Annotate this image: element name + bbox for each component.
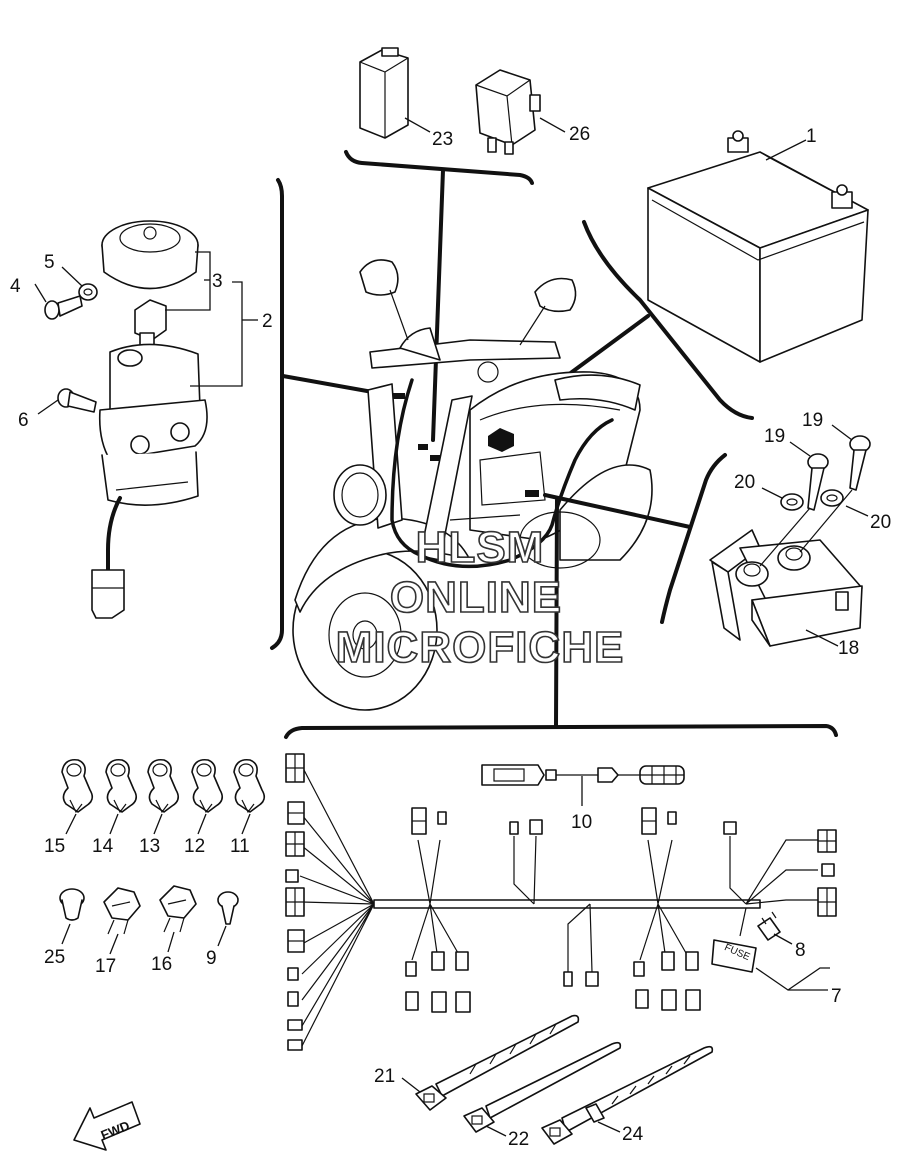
part-14-clamp[interactable] (105, 758, 138, 814)
callout-24: 24 (622, 1124, 644, 1145)
location-marker-relay-a (418, 444, 428, 450)
callout-18: 18 (838, 638, 859, 659)
callout-23: 23 (432, 129, 453, 150)
location-marker-relay-b (430, 455, 440, 461)
watermark-line-1: HLSM (416, 523, 545, 572)
callout-1: 1 (806, 126, 817, 147)
callout-19-a: 19 (764, 426, 785, 447)
part-3-switch-cover[interactable] (101, 220, 199, 290)
callout-14: 14 (92, 836, 114, 857)
watermark-line-3: MICROFICHE (336, 623, 625, 672)
callout-16: 16 (151, 954, 172, 975)
callout-19-b: 19 (802, 410, 823, 431)
callout-11: 11 (230, 836, 250, 857)
callout-20-b: 20 (870, 512, 891, 533)
relay-group-bracket (344, 150, 534, 185)
callout-15: 15 (44, 836, 65, 857)
callout-7: 7 (831, 986, 842, 1007)
part-18-rectifier-regulator[interactable] (709, 529, 863, 647)
part-17-clamp[interactable] (103, 887, 141, 935)
part-20-washer-a[interactable] (780, 493, 804, 511)
part-11-clamp[interactable] (233, 758, 266, 814)
rectifier-bracket (660, 453, 727, 624)
location-marker-battery (488, 428, 514, 452)
part-25-grommet[interactable] (59, 888, 85, 921)
part-19-bolt-a[interactable] (807, 453, 829, 511)
callout-4: 4 (10, 276, 21, 297)
part-4-screw[interactable] (44, 295, 83, 320)
part-12-clamp[interactable] (191, 758, 224, 814)
callout-17: 17 (95, 956, 116, 977)
callout-20-a: 20 (734, 472, 755, 493)
rectifier-leader-line (543, 493, 692, 529)
callout-12: 12 (184, 836, 205, 857)
part-10-sub-lead[interactable] (481, 764, 685, 786)
harness-leader-line (554, 498, 559, 728)
part-1-battery[interactable] (647, 130, 869, 363)
callout-9: 9 (206, 948, 217, 969)
part-23-relay[interactable] (359, 47, 409, 139)
part-5-washer[interactable] (78, 283, 98, 301)
callout-22: 22 (508, 1129, 529, 1150)
callout-5: 5 (44, 252, 55, 273)
part-16-clamp[interactable] (159, 885, 197, 933)
part-6-bolt[interactable] (57, 388, 97, 413)
callout-21: 21 (374, 1066, 395, 1087)
battery-bracket (582, 220, 754, 420)
part-15-clamp[interactable] (61, 758, 94, 814)
part-20-washer-b[interactable] (820, 489, 844, 507)
callout-13: 13 (139, 836, 160, 857)
part-3-key[interactable] (134, 299, 167, 352)
watermark: HLSM ONLINE MICROFICHE (335, 522, 625, 673)
harness-bracket (284, 724, 838, 739)
relay-leader-line (431, 168, 445, 442)
part-13-clamp[interactable] (147, 758, 180, 814)
fwd-arrow-icon: FWD (73, 1101, 141, 1151)
part-21-cable-tie[interactable] (415, 1014, 580, 1111)
callout-26: 26 (569, 124, 590, 145)
callout-6: 6 (18, 410, 29, 431)
part-24-cable-tie[interactable] (541, 1045, 714, 1145)
callout-3: 3 (212, 271, 223, 292)
part-9-clip[interactable] (217, 891, 239, 925)
part-19-bolt-b[interactable] (849, 435, 871, 491)
harness-routing (390, 378, 614, 569)
part-7-wire-harness[interactable]: FUSE (285, 753, 837, 1051)
callout-8: 8 (795, 940, 806, 961)
part-2-main-switch[interactable] (98, 343, 208, 506)
watermark-line-2: ONLINE (390, 573, 562, 622)
location-marker-rectifier (525, 490, 539, 497)
callout-2: 2 (262, 311, 273, 332)
callout-10: 10 (571, 812, 592, 833)
main-switch-harness (91, 496, 125, 619)
location-marker-main-switch (393, 393, 405, 399)
main-switch-bracket (270, 178, 284, 650)
callout-25: 25 (44, 947, 65, 968)
part-26-relay[interactable] (475, 69, 541, 155)
